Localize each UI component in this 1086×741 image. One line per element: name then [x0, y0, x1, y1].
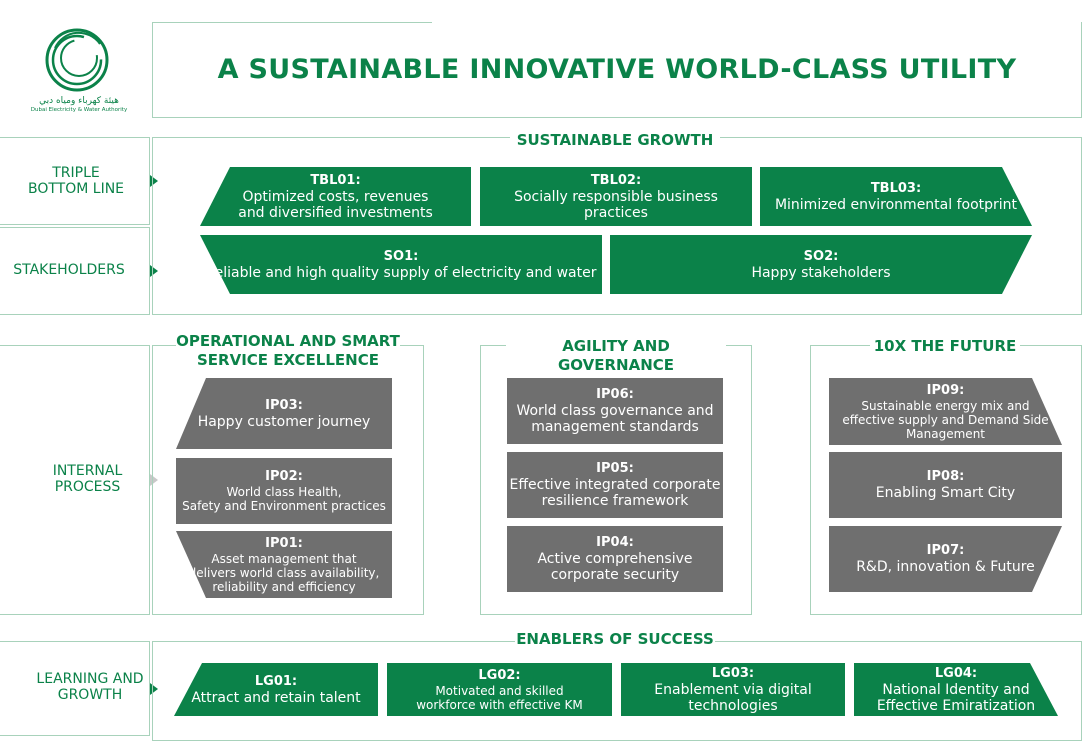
lg01-box: LG01: Attract and retain talent	[174, 663, 378, 716]
ip02-code: IP02:	[265, 469, 303, 484]
lg04-text: National Identity and Effective Emiratiz…	[876, 681, 1036, 714]
arrow-tbl-icon	[150, 175, 158, 187]
ip04-code: IP04:	[596, 535, 634, 550]
tbl01-code: TBL01:	[310, 172, 361, 188]
page-title: A SUSTAINABLE INNOVATIVE WORLD-CLASS UTI…	[217, 54, 1017, 85]
tbl02-text: Socially responsible business practices	[514, 188, 718, 221]
lg02-box: LG02: Motivated and skilled workforce wi…	[387, 663, 612, 716]
lg03-box: LG03: Enablement via digital technologie…	[621, 663, 845, 716]
ip05-box: IP05: Effective integrated corporate res…	[507, 452, 723, 518]
tbl03-box: TBL03: Minimized environmental footprint	[760, 167, 1032, 226]
ip03-text: Happy customer journey	[197, 413, 371, 430]
ip08-box: IP08: Enabling Smart City	[829, 452, 1062, 518]
so1-code: SO1:	[383, 248, 419, 264]
ip01-box: IP01: Asset management that delivers wor…	[176, 531, 392, 598]
so2-box: SO2: Happy stakeholders	[610, 235, 1032, 294]
ip08-text: Enabling Smart City	[875, 485, 1016, 501]
ip09-text: Sustainable energy mix and effective sup…	[842, 398, 1049, 441]
side-label-tbl: TRIPLE BOTTOM LINE	[27, 165, 125, 197]
ip03-code: IP03:	[265, 397, 303, 413]
arrow-internal-icon	[150, 474, 158, 486]
ip07-box: IP07: R&D, innovation & Future	[829, 526, 1062, 592]
so2-code: SO2:	[803, 248, 839, 264]
operational-title: OPERATIONAL AND SMART SERVICE EXCELLENCE	[176, 332, 400, 370]
ip02-box: IP02: World class Health, Safety and Env…	[176, 458, 392, 524]
logo-arabic: هيئة كهرباء ومياه دبي	[39, 96, 119, 106]
arrow-stakeholders-icon	[150, 265, 158, 277]
title-banner-gap-border	[1081, 22, 1082, 118]
ip06-box: IP06: World class governance and managem…	[507, 378, 723, 444]
ip01-code: IP01:	[265, 535, 303, 551]
ip07-code: IP07:	[926, 543, 965, 558]
side-tab-internal	[0, 345, 150, 615]
ip02-text: World class Health, Safety and Environme…	[182, 485, 386, 513]
side-label-internal: INTERNAL PROCESS	[52, 463, 123, 495]
side-tab-tbl	[0, 137, 150, 225]
lg04-box: LG04: National Identity and Effective Em…	[854, 663, 1058, 716]
tbl01-text: Optimized costs, revenues and diversifie…	[238, 188, 433, 221]
ip07-text: R&D, innovation & Future	[856, 559, 1035, 575]
ip05-text: Effective integrated corporate resilienc…	[509, 477, 721, 509]
agility-title: AGILITY AND GOVERNANCE	[506, 337, 726, 375]
lg01-code: LG01:	[254, 673, 298, 689]
tbl02-code: TBL02:	[590, 172, 642, 188]
enablers-title: ENABLERS OF SUCCESS	[515, 630, 715, 649]
side-label-learning: LEARNING AND GROWTH	[36, 671, 144, 703]
lg02-code: LG02:	[478, 667, 521, 683]
ip04-text: Active comprehensive corporate security	[537, 551, 693, 583]
tbl03-code: TBL03:	[870, 180, 922, 196]
ip04-box: IP04: Active comprehensive corporate sec…	[507, 526, 723, 592]
tbl02-box: TBL02: Socially responsible business pra…	[480, 167, 752, 226]
arrow-learning-icon	[150, 683, 158, 695]
ip01-text: Asset management that delivers world cla…	[188, 551, 380, 594]
ip05-code: IP05:	[596, 461, 634, 476]
lg03-text: Enablement via digital technologies	[654, 681, 812, 714]
title-banner-gap	[432, 20, 1082, 24]
so2-text: Happy stakeholders	[751, 264, 891, 281]
lg02-text: Motivated and skilled workforce with eff…	[416, 683, 583, 712]
logo-english: Dubai Electricity & Water Authority	[30, 107, 128, 113]
sustainable-growth-title: SUSTAINABLE GROWTH	[510, 131, 720, 150]
side-label-stakeholders: STAKEHOLDERS	[13, 262, 125, 278]
so1-text: Reliable and high quality supply of elec…	[205, 264, 597, 281]
ip09-box: IP09: Sustainable energy mix and effecti…	[829, 378, 1062, 445]
ip03-box: IP03: Happy customer journey	[176, 378, 392, 449]
lg03-code: LG03:	[711, 665, 755, 681]
ip06-code: IP06:	[596, 387, 634, 402]
lg04-code: LG04:	[934, 665, 978, 681]
tbl03-text: Minimized environmental footprint	[774, 196, 1018, 213]
future-title: 10X THE FUTURE	[870, 337, 1020, 356]
side-tab-stakeholders	[0, 227, 150, 315]
ip09-code: IP09:	[926, 382, 965, 398]
tbl01-box: TBL01: Optimized costs, revenues and div…	[200, 167, 471, 226]
so1-box: SO1: Reliable and high quality supply of…	[200, 235, 602, 294]
dewa-logo-mark	[45, 28, 109, 92]
lg01-text: Attract and retain talent	[191, 689, 361, 706]
dewa-logo: هيئة كهرباء ومياه دبي Dubai Electricity …	[22, 26, 132, 118]
ip06-text: World class governance and management st…	[516, 403, 714, 435]
ip08-code: IP08:	[926, 469, 965, 484]
